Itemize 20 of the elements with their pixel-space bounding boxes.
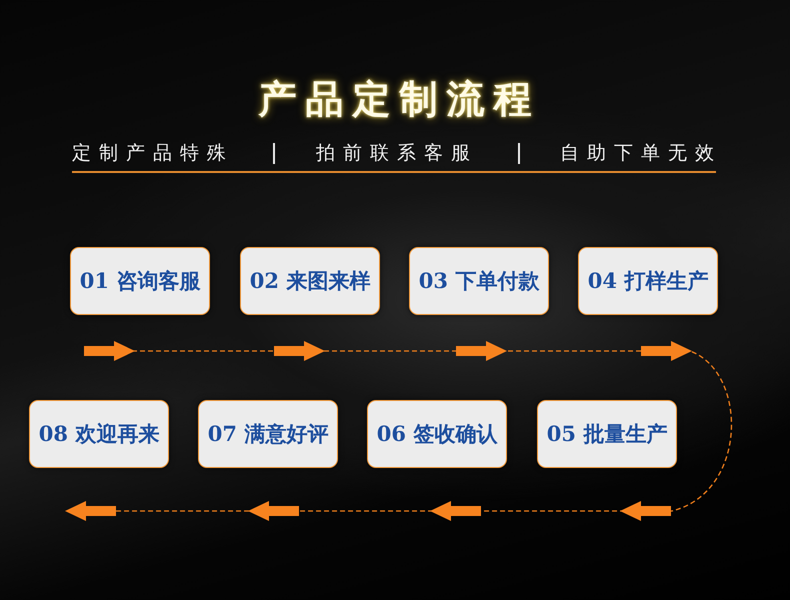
step-label: 07 满意好评 (208, 421, 328, 447)
subtitle-note: 自助下单无效 (560, 141, 722, 165)
step-label: 08 欢迎再来 (38, 421, 160, 447)
step-label: 02 来图来样 (250, 268, 370, 294)
step-label: 01 咨询客服 (80, 268, 200, 294)
step-box (367, 400, 507, 468)
step-label: 03 下单付款 (418, 268, 540, 294)
step-box (240, 247, 380, 315)
subtitle-note: 定制产品特殊 (72, 141, 234, 165)
subtitle-note: 拍前联系客服 (316, 141, 478, 165)
step-label: 06 签收确认 (376, 421, 498, 447)
step-box (29, 400, 169, 468)
step-box (198, 400, 338, 468)
step-box (70, 247, 210, 315)
step-label: 05 批量生产 (546, 421, 668, 447)
title: 产品定制流程 (258, 76, 540, 122)
step-box (409, 247, 549, 315)
step-box (578, 247, 718, 315)
step-label: 04 打样生产 (588, 268, 708, 294)
step-box (537, 400, 677, 468)
